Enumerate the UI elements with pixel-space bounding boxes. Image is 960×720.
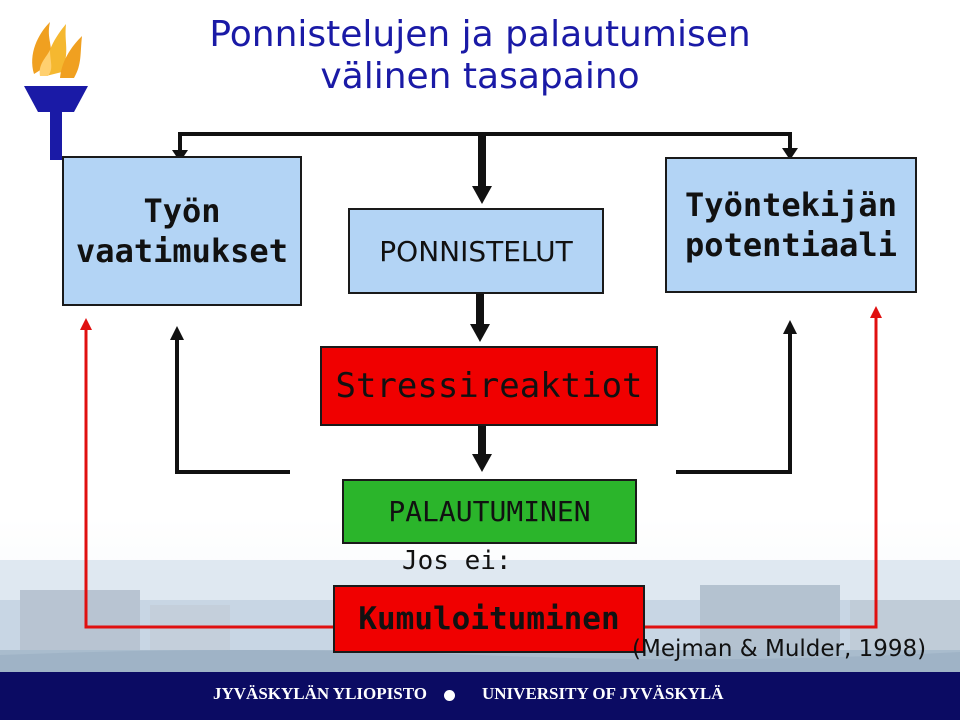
footer-university-finnish: JYVÄSKYLÄN YLIOPISTO [213, 684, 427, 703]
university-torch-logo [20, 14, 92, 162]
box-efforts: PONNISTELUT [348, 208, 604, 294]
title-line-1: Ponnistelujen ja palautumisen [209, 14, 751, 55]
box-recovery: PALAUTUMINEN [342, 479, 637, 544]
title-line-2: välinen tasapaino [320, 56, 640, 97]
footer-bar [0, 672, 960, 720]
stress-label: Stressireaktiot [335, 366, 643, 406]
potential-line-2: potentiaali [685, 226, 897, 264]
footer-university-english: UNIVERSITY OF JYVÄSKYLÄ [482, 684, 724, 703]
work-demands-line-1: Työn [143, 192, 221, 230]
box-work-demands: Työn vaatimukset [62, 156, 302, 306]
work-demands-line-2: vaatimukset [76, 232, 288, 270]
box-cumulation: Kumuloituminen [333, 585, 645, 653]
left-black-feedback [175, 340, 290, 474]
citation: (Mejman & Mulder, 1998) [632, 636, 927, 662]
left-red-feedback [84, 330, 333, 629]
box-employee-potential: Työntekijän potentiaali [665, 157, 917, 293]
efforts-label: PONNISTELUT [379, 234, 573, 268]
cumulation-label: Kumuloituminen [358, 601, 620, 637]
slide-title: Ponnistelujen ja palautumisen välinen ta… [120, 14, 840, 98]
footer-bullet-icon [444, 690, 455, 701]
right-black-feedback [676, 334, 792, 474]
arrow-top-right-head [782, 148, 798, 160]
box-stress-reactions: Stressireaktiot [320, 346, 658, 426]
recovery-label: PALAUTUMINEN [388, 495, 591, 528]
condition-text: Jos ei: [402, 546, 512, 576]
potential-line-1: Työntekijän [685, 186, 897, 224]
right-red-feedback [645, 318, 878, 629]
